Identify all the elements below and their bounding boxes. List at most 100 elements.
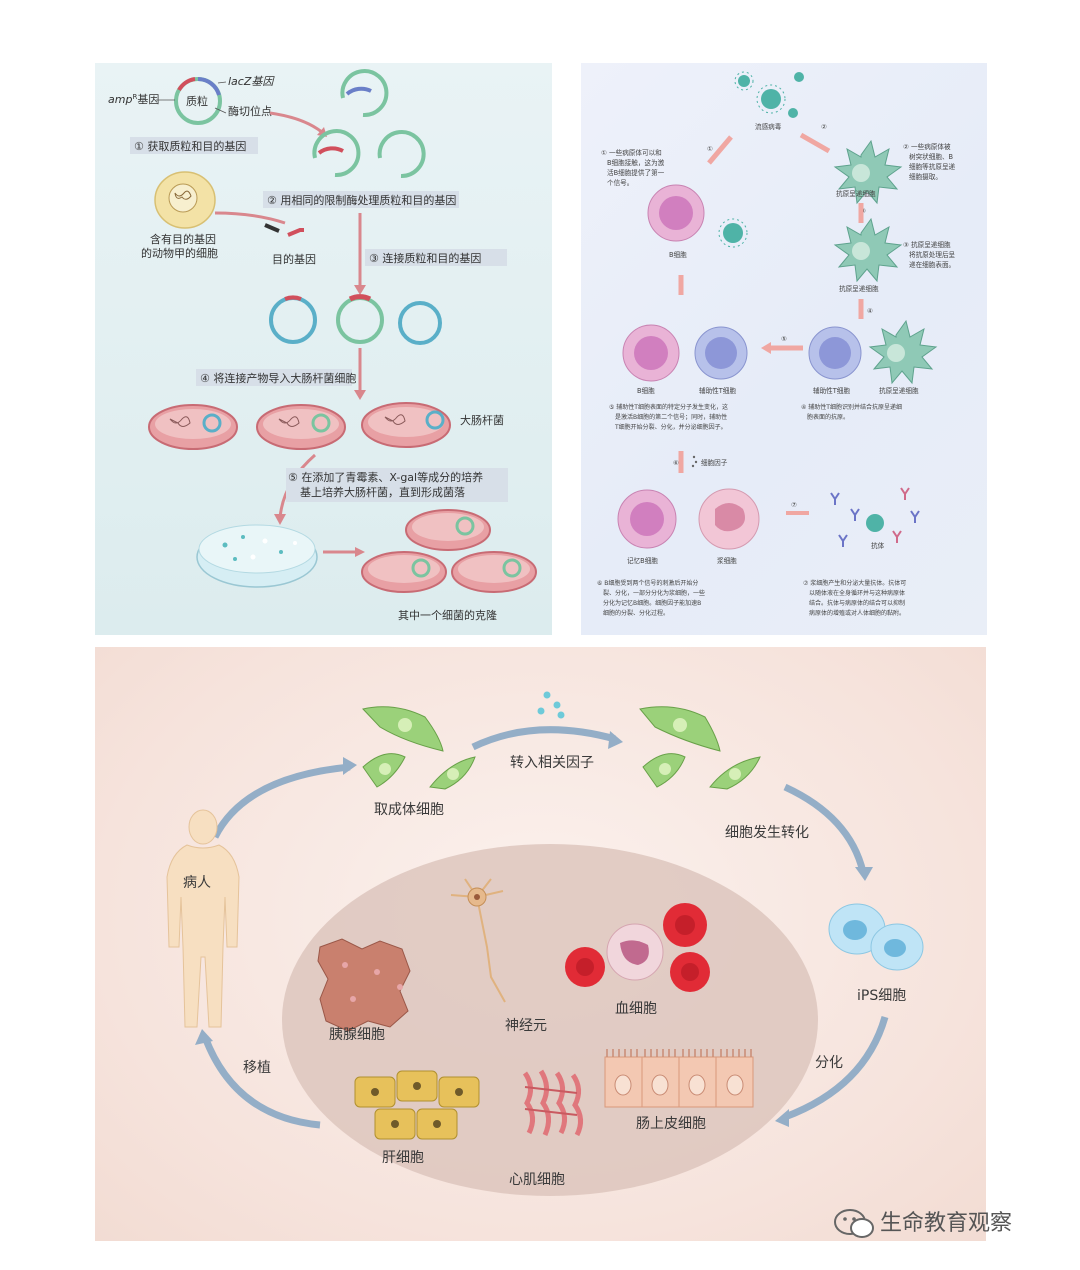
note7-line3: 结合。抗体与病原体的结合可以抑制 [809, 599, 905, 607]
cell-caption-1: 含有目的基因 [150, 232, 216, 246]
step3-label: ③ 连接质粒和目的基因 [369, 251, 481, 265]
note7-line4: 病原体的增殖或对人体细胞的黏附。 [809, 609, 905, 617]
differentiate-label: 分化 [815, 1055, 843, 1071]
target-gene-label: 目的基因 [272, 252, 316, 266]
step1-label: ① 获取质粒和目的基因 [134, 139, 246, 153]
arrow-to-gene [214, 211, 286, 225]
lacz-label: lacZ基因 [228, 75, 275, 88]
step2-label: ② 用相同的限制酶处理质粒和目的基因 [267, 193, 456, 207]
intestinal-epithelium-icon [604, 1049, 754, 1108]
gene-cloning-diagram: 质粒 lacZ基因 ampR基因 酶切位点 ① 获取质粒和目的基因 ② 用相同的… [108, 69, 537, 622]
b-cell-label-1: B细胞 [669, 250, 687, 259]
blood-cell-icon [565, 903, 710, 992]
apc-label-2: 抗原呈递细胞 [839, 284, 879, 293]
b-cell-label-2: B细胞 [637, 386, 655, 395]
note2-line2: 树突状细胞、B [909, 152, 954, 161]
antigen-presenting-cell-icon [833, 217, 903, 283]
helper-t-cell-icon [694, 326, 748, 380]
arrow-virus-to-apc [799, 132, 831, 154]
memory-b-label: 记忆B细胞 [627, 556, 658, 565]
note4-line2: 胞表面的抗原。 [807, 413, 849, 421]
cardiac-muscle-icon [522, 1069, 583, 1137]
blood-label: 血细胞 [615, 1001, 657, 1017]
intestine-label: 肠上皮细胞 [636, 1116, 706, 1132]
arrow-patient-to-cells [211, 763, 351, 839]
cardiac-label: 心肌细胞 [509, 1172, 565, 1188]
plasma-cell-icon [698, 488, 760, 550]
note6-line2: 裂、分化，一部分分化为浆细胞，一些 [603, 589, 705, 597]
circle-step-5: ⑤ [781, 335, 787, 343]
antibody-label: 抗体 [871, 541, 885, 550]
helper-t-cell-icon [808, 326, 862, 380]
note1-line4: 个信号。 [607, 178, 633, 187]
step1-box [130, 137, 258, 154]
arrow-differentiate [783, 1016, 889, 1121]
patient-label: 病人 [183, 875, 211, 891]
animal-cell-icon [154, 171, 216, 229]
immune-response-diagram: 流感病毒 ② ① ① 一些病原体可以和 B细胞接触，这为激 活B细胞提供了第一 … [597, 71, 956, 617]
amp-label: ampR基因 [108, 93, 159, 106]
pancreas-label: 胰腺细胞 [329, 1027, 385, 1043]
watermark: 生命教育观察 [832, 1202, 1052, 1242]
cut-site-label: 酶切位点 [228, 104, 272, 118]
clone-cell-icon [361, 509, 537, 593]
patient-silhouette-icon [166, 809, 240, 1028]
note6-line1: ⑥ B细胞受到两个信号的刺激后开始分 [597, 579, 698, 587]
note7-line1: ⑦ 浆细胞产生和分泌大量抗体。抗体可 [803, 579, 906, 587]
transform-label: 细胞发生转化 [725, 825, 809, 841]
note1-line2: B细胞接触，这为激 [607, 158, 665, 167]
ecoli-label: 大肠杆菌 [460, 413, 504, 427]
note2-line4: 细胞摄取。 [909, 172, 942, 181]
fibroblast-cell-icon [362, 706, 476, 790]
neuron-label: 神经元 [505, 1018, 547, 1034]
arrow-transfer [471, 726, 616, 751]
circle-step-4: ④ [867, 307, 873, 315]
arrow-to-cut [269, 111, 324, 135]
note6-line3: 分化为记忆B细胞。细胞因子能加速B [603, 599, 701, 607]
note5-line3: T细胞开始分裂、分化，并分泌细胞因子。 [614, 423, 727, 431]
note5-line1: ⑤ 辅助性T细胞表面的特定分子发生变化，这 [609, 403, 728, 411]
transfer-label: 转入相关因子 [510, 755, 594, 771]
take-cells-label: 取成体细胞 [374, 802, 444, 818]
cut-plasmid-icon [312, 69, 426, 179]
arrow-transform [783, 783, 867, 873]
clone-label: 其中一个细菌的克隆 [398, 608, 497, 622]
note3-line3: 递在细胞表面。 [909, 260, 955, 269]
transplant-label: 移植 [243, 1060, 271, 1076]
step5-label-1: ⑤ 在添加了青霉素、X-gal等成分的培养 [288, 470, 483, 484]
petri-dish-icon [196, 524, 318, 588]
antibody-icon [830, 487, 920, 547]
note4-line1: ④ 辅助性T细胞识别并结合抗原呈递细 [801, 403, 902, 411]
target-gene-icon [264, 223, 304, 237]
plasmid-label: 质粒 [186, 94, 208, 108]
pancreas-cell-icon [317, 938, 411, 1032]
note7-line2: 以随体液在全身循环并与这种病原体 [809, 589, 905, 597]
antigen-presenting-cell-icon [868, 319, 938, 385]
gene-cloning-panel: 质粒 lacZ基因 ampR基因 酶切位点 ① 获取质粒和目的基因 ② 用相同的… [95, 63, 552, 635]
apc-label-1: 抗原呈递细胞 [836, 189, 876, 198]
plasma-label: 浆细胞 [717, 556, 737, 565]
arrow-virus-to-b [707, 135, 733, 165]
circle-step-7: ⑦ [791, 501, 797, 509]
note6-line4: 细胞的分裂、分化过程。 [603, 609, 669, 617]
step5-label-2: 基上培养大肠杆菌，直到形成菌落 [300, 485, 465, 499]
wechat-icon: 生命教育观察 [834, 1209, 1012, 1238]
note3-line2: 将抗原处理后呈 [909, 250, 956, 259]
watermark-text: 生命教育观察 [880, 1211, 1012, 1236]
ips-cell-icon [828, 903, 924, 971]
note1-line3: 活B细胞提供了第一 [607, 168, 665, 177]
cell-caption-2: 的动物甲的细胞 [141, 246, 218, 260]
ips-cell-diagram: 取成体细胞 转入相关因子 细胞发生转化 iPS细胞 分化 移植 病人 胰腺细胞 [166, 691, 924, 1196]
step2-box [263, 191, 459, 208]
circle-step-6: ⑥ [673, 459, 679, 467]
note2-line3: 细胞等抗原呈递 [909, 162, 956, 171]
recombinant-plasmid-icon [269, 294, 442, 345]
plasmid-icon [174, 77, 222, 125]
note1-line1: ① 一些病原体可以和 [601, 148, 662, 157]
neuron-icon [450, 878, 506, 1003]
apc-label-3: 抗原呈递细胞 [879, 386, 919, 395]
liver-cell-icon [354, 1070, 480, 1140]
helper-t-label-2: 辅助性T细胞 [813, 386, 850, 395]
virus-icon [734, 71, 804, 118]
factor-dots-icon [537, 691, 565, 719]
